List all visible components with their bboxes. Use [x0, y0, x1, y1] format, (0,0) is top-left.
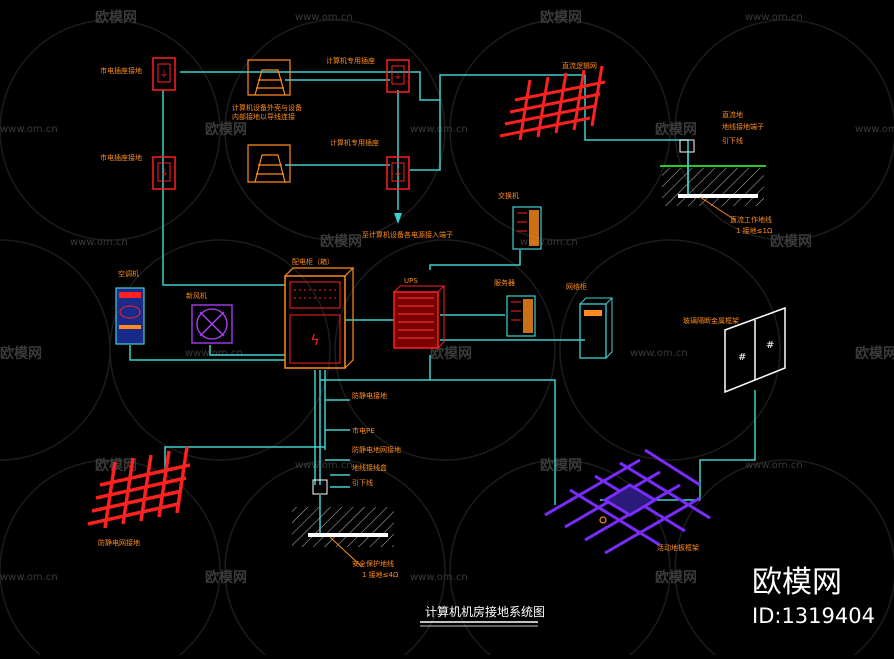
watermark-brand: 欧模网 — [855, 345, 894, 362]
watermark-brand: 欧模网 — [770, 233, 812, 250]
page-title: 计算机机房接地系统图 — [425, 604, 545, 619]
watermark-url: www.om.cn — [0, 124, 58, 135]
dc-work-2-label: 1 接地≤1Ω — [736, 226, 773, 235]
watermark-brand: 欧模网 — [540, 457, 582, 474]
switch-label: 交换机 — [498, 191, 519, 200]
pc-outlet-2-label: 计算机专用插座 — [330, 138, 379, 147]
safety-2-label: 1 接地≤4Ω — [362, 570, 399, 579]
watermark-url: www.om.cn — [70, 237, 128, 248]
watermark-brand: 欧模网 — [540, 9, 582, 26]
raised-floor-frame — [544, 448, 711, 555]
computer-unit-label-2: 内部接地以导线连接 — [232, 112, 295, 121]
watermark-brand: 欧模网 — [95, 9, 137, 26]
server-device — [506, 295, 536, 337]
watermark-rings — [0, 19, 894, 659]
svg-text:⏚: ⏚ — [393, 168, 402, 179]
signal-mesh-label: 直流逻辑网 — [562, 61, 597, 70]
watermark-url: www.om.cn — [630, 348, 688, 359]
watermark-url: www.om.cn — [745, 12, 803, 23]
svg-text:#: # — [738, 352, 746, 363]
air-conditioner-label: 空调机 — [118, 269, 139, 278]
dc-ground-terminal — [660, 139, 766, 221]
floor-frame-label: 活动地板框架 — [657, 543, 699, 552]
glass-partition: # # — [724, 306, 786, 394]
air-conditioner-device — [115, 287, 145, 345]
ups-label: UPS — [404, 277, 418, 285]
brand-logo: 欧模网 — [752, 565, 842, 600]
watermark-url: www.om.cn — [855, 124, 894, 135]
dc-work-label: 直流工作地线 — [730, 215, 772, 224]
outlet-1: ⏚ — [152, 57, 176, 91]
ground-wires — [129, 71, 756, 535]
watermark-brand: 欧模网 — [320, 233, 362, 250]
network-cabinet — [579, 297, 614, 359]
watermark-brand: 欧模网 — [655, 121, 697, 138]
safety-label: 安全保护地线 — [352, 559, 394, 568]
watermark-brand: 欧模网 — [0, 345, 42, 362]
antistatic-mesh-icon — [87, 446, 191, 529]
watermark-url: www.om.cn — [745, 460, 803, 471]
distribution-cabinet: ϟ — [284, 267, 355, 369]
arrow-down-icon — [394, 213, 402, 224]
svg-text:ϟ: ϟ — [310, 333, 319, 349]
watermark-url: www.om.cn — [520, 237, 578, 248]
mesh-left-label: 防静电网接地 — [98, 538, 140, 547]
pc-outlet-1: ⏚ — [386, 59, 410, 93]
to-devices-label: 至计算机设备各电源接入端子 — [362, 230, 453, 239]
dc-terminal-label: 地线接地端子 — [722, 122, 764, 131]
watermark-url: www.om.cn — [295, 460, 353, 471]
computer-unit-label: 计算机设备外壳与设备 — [232, 103, 302, 112]
signal-mesh-icon — [499, 65, 606, 141]
terminal-label: 地线接线盒 — [352, 463, 387, 472]
watermark-brand: 欧模网 — [655, 569, 697, 586]
watermarks: 欧模网 www.om.cn 欧模网 www.om.cn www.om.cn 欧模… — [0, 9, 894, 586]
svg-text:⏚: ⏚ — [393, 71, 402, 82]
pc-outlet-1-label: 计算机专用插座 — [326, 56, 375, 65]
outlet-2: ⏚ — [152, 156, 176, 190]
computer-unit-1 — [247, 59, 291, 96]
dc-lead-label: 引下线 — [722, 136, 743, 145]
watermark-url: www.om.cn — [295, 12, 353, 23]
cabinet-label: 配电柜（箱） — [292, 257, 334, 266]
ups-device — [393, 285, 446, 349]
watermark-url: www.om.cn — [410, 572, 468, 583]
network-label: 网络柜 — [566, 282, 587, 291]
watermark-brand: 欧模网 — [430, 345, 472, 362]
outlet-1-label: 市电插座接地 — [100, 66, 142, 75]
dc-ground-label: 直流地 — [722, 110, 743, 119]
watermark-url: www.om.cn — [185, 348, 243, 359]
watermark-brand: 欧模网 — [205, 569, 247, 586]
watermark-url: www.om.cn — [0, 572, 58, 583]
glass-label: 玻璃隔断金属框架 — [683, 316, 739, 325]
pe-label: 市电PE — [352, 426, 375, 435]
antistatic-net-label: 防静电地网接地 — [352, 445, 401, 454]
server-label: 服务器 — [494, 278, 515, 287]
computer-unit-2 — [247, 144, 291, 183]
brand-id: ID:1319404 — [752, 604, 875, 628]
fan-label: 新风机 — [186, 291, 207, 300]
switch-device — [512, 206, 542, 250]
svg-text:#: # — [766, 340, 774, 351]
lead-label: 引下线 — [352, 478, 373, 487]
safety-ground-terminal — [292, 479, 394, 568]
antistatic-label: 防静电接地 — [352, 391, 387, 400]
svg-text:⏚: ⏚ — [159, 69, 168, 80]
svg-text:⏚: ⏚ — [159, 168, 168, 179]
pc-outlet-2: ⏚ — [386, 156, 410, 190]
watermark-brand: 欧模网 — [205, 121, 247, 138]
outlet-2-label: 市电插座接地 — [100, 153, 142, 162]
watermark-url: www.om.cn — [410, 124, 468, 135]
fresh-air-fan-icon — [191, 304, 233, 344]
